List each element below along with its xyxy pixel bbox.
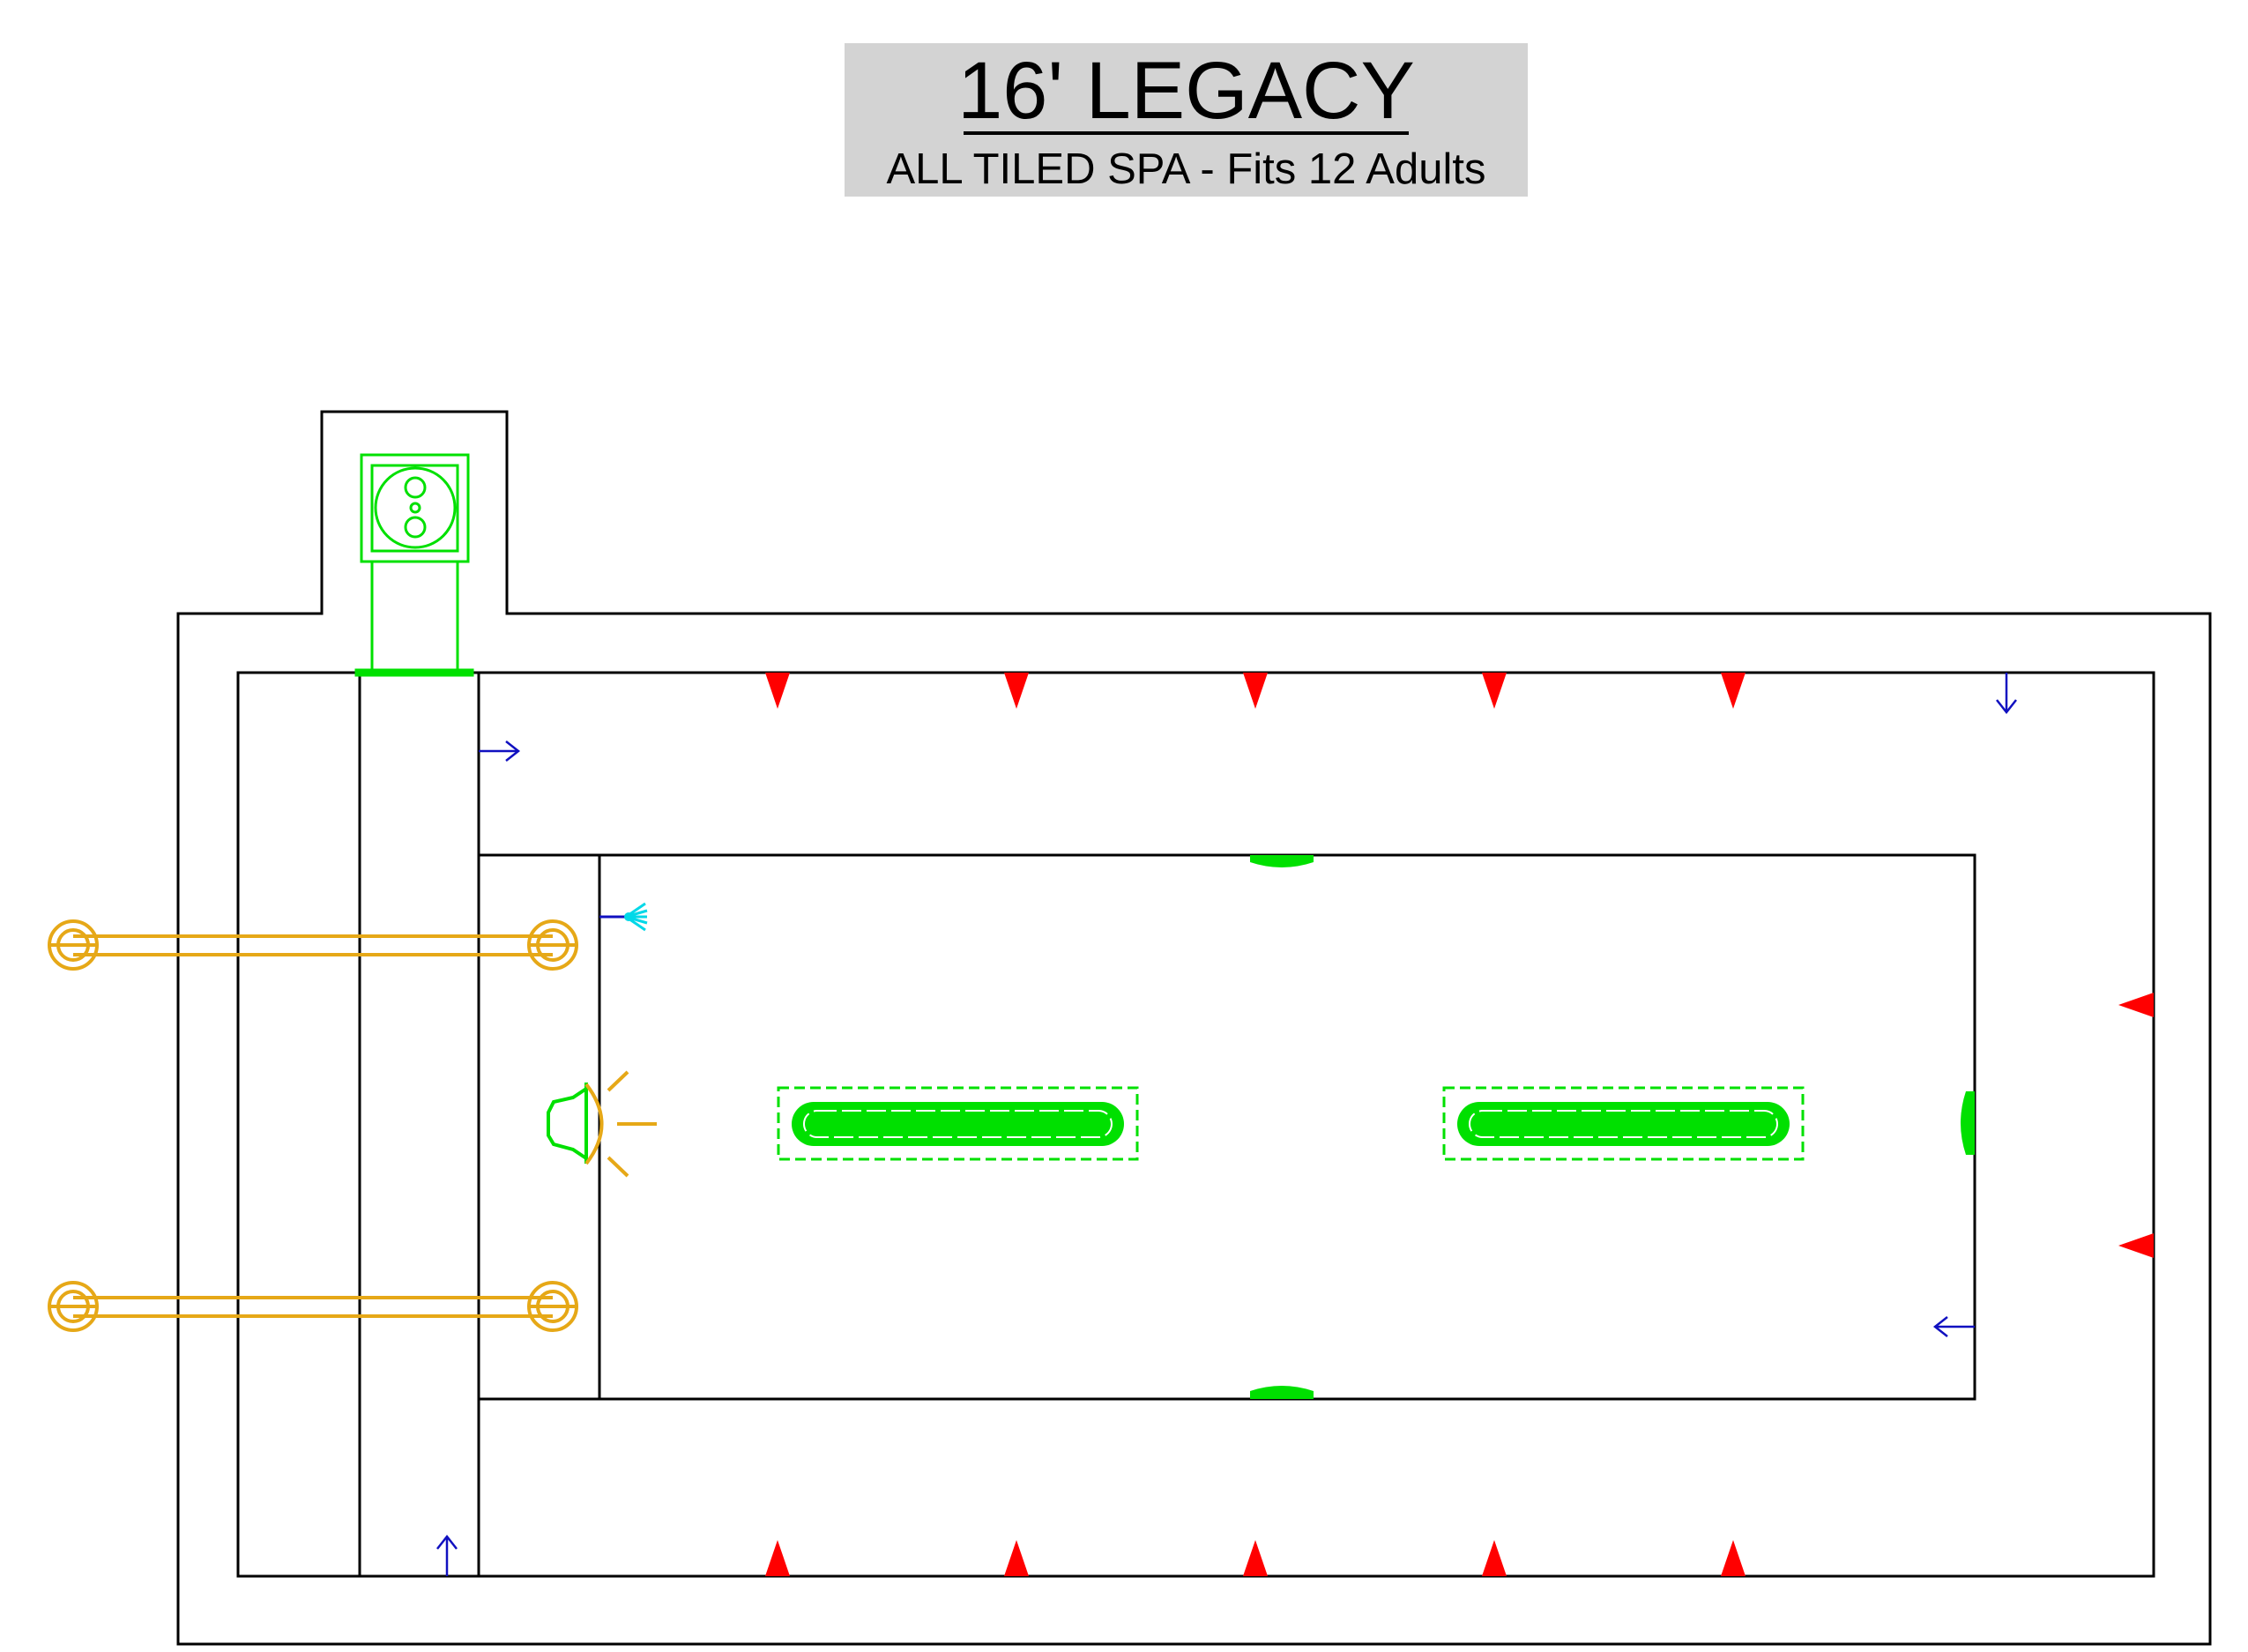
title-underline — [964, 131, 1409, 135]
skimmer-icon — [354, 453, 474, 677]
flow-arrow-down-icon — [1996, 673, 2017, 715]
jet-icon — [2118, 993, 2154, 1017]
jet-icon — [765, 1540, 790, 1576]
flow-arrow-left-icon — [1932, 1316, 1975, 1337]
jet-icon — [765, 673, 790, 709]
flow-arrow-up-icon — [436, 1534, 458, 1576]
jet-icon — [1482, 673, 1507, 709]
spa-outer-wall — [176, 410, 2212, 1646]
flow-arrows — [436, 673, 2017, 1576]
jets-right-column — [2118, 993, 2154, 1258]
jet-icon — [1004, 673, 1029, 709]
jet-icon — [1243, 1540, 1268, 1576]
drain-bottom-icon — [1250, 1386, 1314, 1399]
handrail-lower-icon — [48, 1281, 578, 1332]
spa-light-icon — [547, 1070, 657, 1178]
bubbler-bar-right-icon — [1442, 1086, 1805, 1161]
page-subtitle: ALL TILED SPA - Fits 12 Adults — [886, 145, 1486, 193]
jet-icon — [1004, 1540, 1029, 1576]
jet-icon — [1721, 1540, 1746, 1576]
flow-arrow-right-icon — [479, 740, 521, 762]
page-title: 16' LEGACY — [957, 46, 1415, 136]
bubbler-bar-left-icon — [777, 1086, 1139, 1161]
handrail-upper-icon — [48, 919, 578, 971]
drain-top-icon — [1250, 855, 1314, 867]
jet-icon — [1482, 1540, 1507, 1576]
jet-icon — [1243, 673, 1268, 709]
title-box: 16' LEGACY ALL TILED SPA - Fits 12 Adult… — [845, 43, 1528, 197]
jets-top-row — [765, 673, 1746, 709]
spa-inner-wall — [236, 671, 2155, 1578]
jets-bottom-row — [765, 1540, 1746, 1576]
suction-right-icon — [1961, 1091, 1975, 1155]
jet-icon — [2118, 1233, 2154, 1258]
jet-icon — [1721, 673, 1746, 709]
fountain-icon — [599, 902, 648, 932]
